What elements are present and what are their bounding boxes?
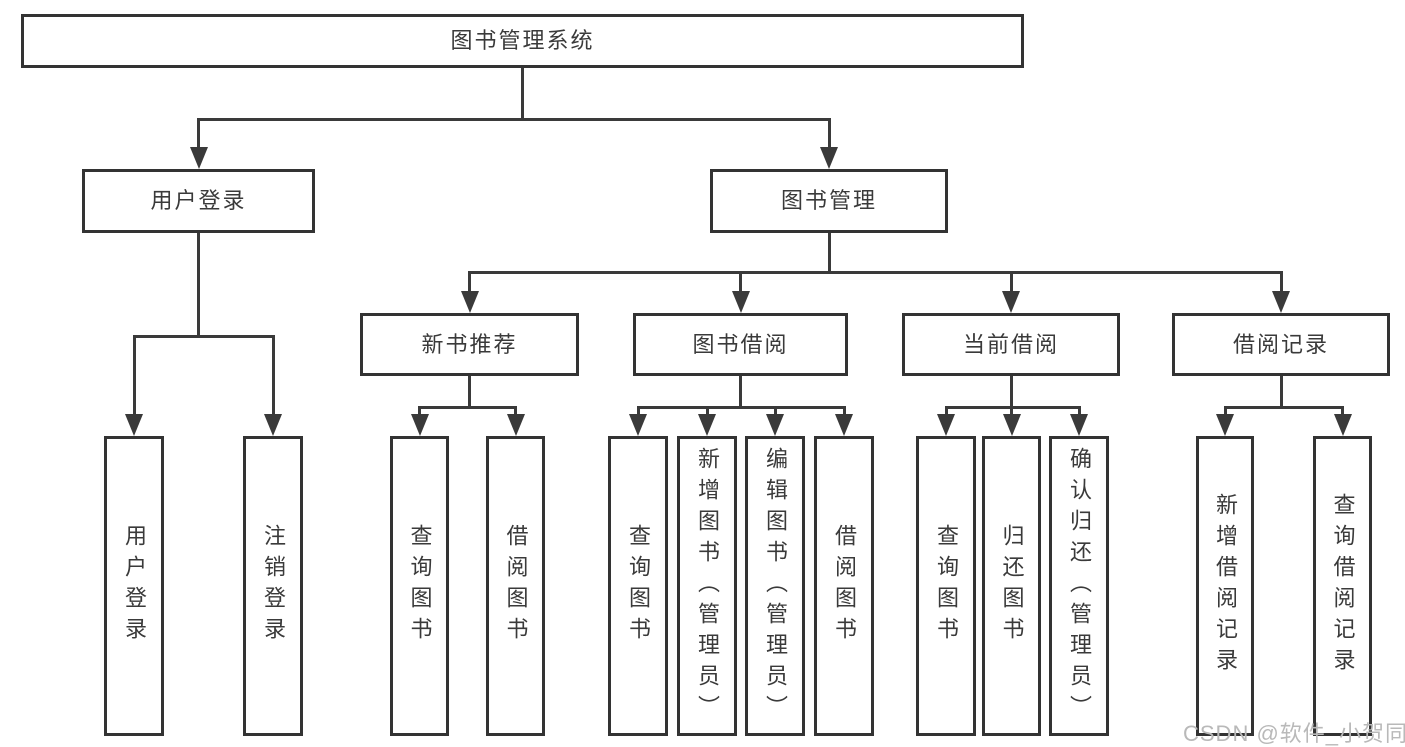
arrowhead-down-icon bbox=[410, 414, 429, 436]
node-label-leaf-edit-book: 编辑图书（管理员） bbox=[763, 446, 788, 726]
node-label-leaf-borrow-book-1: 借阅图书 bbox=[503, 524, 529, 648]
connector-branch-leaf-borrow-book-1 bbox=[514, 407, 517, 414]
arrowhead-down-icon bbox=[506, 414, 525, 436]
connector-branch-leaf-return-book bbox=[1010, 407, 1013, 414]
connector-stem-user-login bbox=[197, 233, 200, 336]
connector-stem-borrow-records bbox=[1279, 376, 1283, 407]
connector-stem-book-borrow bbox=[739, 376, 742, 407]
node-root: 图书管理系统 bbox=[21, 14, 1024, 68]
connector-bar-book-management bbox=[468, 270, 1283, 274]
node-current-borrow: 当前借阅 bbox=[902, 313, 1120, 376]
node-leaf-return-book: 归还图书 bbox=[982, 436, 1041, 736]
node-leaf-query-book-3: 查询图书 bbox=[916, 436, 976, 736]
arrowhead-down-icon bbox=[264, 414, 282, 436]
node-label-leaf-query-book-3: 查询图书 bbox=[934, 524, 959, 648]
node-label-book-borrow: 图书借阅 bbox=[692, 331, 789, 357]
node-label-leaf-confirm-return: 确认归还（管理员） bbox=[1067, 446, 1092, 726]
connector-bar-root bbox=[197, 117, 831, 121]
arrowhead-down-icon bbox=[1070, 414, 1088, 436]
node-label-leaf-add-record: 新增借阅记录 bbox=[1213, 493, 1238, 679]
connector-stem-current-borrow bbox=[1009, 376, 1013, 407]
csdn-watermark: CSDN @软件_小贺同学 bbox=[1183, 721, 1405, 746]
connector-branch-leaf-add-book bbox=[705, 407, 709, 414]
node-label-new-book-recommend: 新书推荐 bbox=[421, 331, 518, 357]
node-label-current-borrow: 当前借阅 bbox=[962, 331, 1059, 357]
connector-branch-leaf-query-book-1 bbox=[418, 407, 421, 414]
arrowhead-down-icon bbox=[1002, 291, 1020, 313]
connector-branch-leaf-borrow-book-2 bbox=[842, 407, 846, 414]
connector-bar-book-borrow bbox=[636, 405, 846, 409]
node-label-leaf-logout: 注销登录 bbox=[261, 524, 286, 648]
arrowhead-down-icon bbox=[1272, 291, 1290, 313]
arrowhead-down-icon bbox=[1002, 414, 1021, 436]
arrowhead-down-icon bbox=[189, 147, 208, 169]
arrowhead-down-icon bbox=[629, 414, 647, 436]
node-label-book-management: 图书管理 bbox=[780, 188, 877, 213]
connector-bar-new-book-recommend bbox=[418, 405, 517, 409]
arrowhead-down-icon bbox=[460, 291, 479, 313]
connector-branch-leaf-query-book-3 bbox=[944, 407, 948, 414]
node-leaf-add-book: 新增图书（管理员） bbox=[677, 436, 737, 736]
node-new-book-recommend: 新书推荐 bbox=[360, 313, 579, 376]
arrowhead-down-icon bbox=[766, 414, 784, 436]
node-label-leaf-user-login: 用户登录 bbox=[122, 524, 147, 648]
node-label-leaf-return-book: 归还图书 bbox=[999, 524, 1025, 648]
arrowhead-down-icon bbox=[1216, 414, 1234, 436]
connector-branch-user-login bbox=[197, 119, 200, 147]
node-label-leaf-query-record: 查询借阅记录 bbox=[1330, 493, 1356, 679]
connector-branch-leaf-add-record bbox=[1223, 407, 1227, 414]
node-leaf-confirm-return: 确认归还（管理员） bbox=[1049, 436, 1109, 736]
node-label-leaf-borrow-book-2: 借阅图书 bbox=[832, 524, 857, 648]
node-label-user-login: 用户登录 bbox=[150, 188, 247, 213]
connector-branch-leaf-confirm-return bbox=[1077, 407, 1081, 414]
connector-branch-new-book-recommend bbox=[468, 272, 471, 291]
arrowhead-down-icon bbox=[937, 414, 955, 436]
node-leaf-borrow-book-1: 借阅图书 bbox=[486, 436, 545, 736]
node-label-leaf-add-book: 新增图书（管理员） bbox=[695, 446, 720, 726]
connector-branch-current-borrow bbox=[1009, 272, 1013, 291]
connector-branch-book-borrow bbox=[739, 272, 742, 291]
node-leaf-borrow-book-2: 借阅图书 bbox=[814, 436, 874, 736]
node-leaf-edit-book: 编辑图书（管理员） bbox=[745, 436, 805, 736]
connector-branch-leaf-logout bbox=[271, 336, 275, 414]
arrowhead-down-icon bbox=[1333, 414, 1352, 436]
arrowhead-down-icon bbox=[125, 414, 143, 436]
node-user-login: 用户登录 bbox=[82, 169, 315, 233]
node-leaf-logout: 注销登录 bbox=[243, 436, 303, 736]
connector-branch-leaf-user-login bbox=[132, 336, 136, 414]
node-label-root: 图书管理系统 bbox=[450, 28, 595, 53]
connector-branch-book-management bbox=[827, 119, 831, 147]
connector-stem-new-book-recommend bbox=[468, 376, 471, 407]
arrowhead-down-icon bbox=[835, 414, 853, 436]
node-leaf-query-record: 查询借阅记录 bbox=[1313, 436, 1372, 736]
connector-branch-borrow-records bbox=[1279, 272, 1283, 291]
arrowhead-down-icon bbox=[698, 414, 716, 436]
node-leaf-query-book-2: 查询图书 bbox=[608, 436, 668, 736]
node-leaf-user-login: 用户登录 bbox=[104, 436, 164, 736]
connector-branch-leaf-edit-book bbox=[773, 407, 777, 414]
connector-stem-book-management bbox=[827, 233, 831, 272]
node-book-borrow: 图书借阅 bbox=[633, 313, 848, 376]
node-label-leaf-query-book-1: 查询图书 bbox=[407, 524, 433, 648]
node-label-leaf-query-book-2: 查询图书 bbox=[626, 524, 651, 648]
connector-bar-borrow-records bbox=[1223, 405, 1344, 409]
node-borrow-records: 借阅记录 bbox=[1172, 313, 1390, 376]
node-book-management: 图书管理 bbox=[710, 169, 948, 233]
connector-branch-leaf-query-book-2 bbox=[636, 407, 640, 414]
arrowhead-down-icon bbox=[820, 147, 838, 169]
arrowhead-down-icon bbox=[731, 291, 750, 313]
connector-branch-leaf-query-record bbox=[1341, 407, 1344, 414]
node-leaf-query-book-1: 查询图书 bbox=[390, 436, 449, 736]
connector-stem-root bbox=[521, 68, 524, 119]
connector-bar-user-login bbox=[132, 334, 275, 338]
node-label-borrow-records: 借阅记录 bbox=[1232, 331, 1329, 357]
node-leaf-add-record: 新增借阅记录 bbox=[1196, 436, 1254, 736]
